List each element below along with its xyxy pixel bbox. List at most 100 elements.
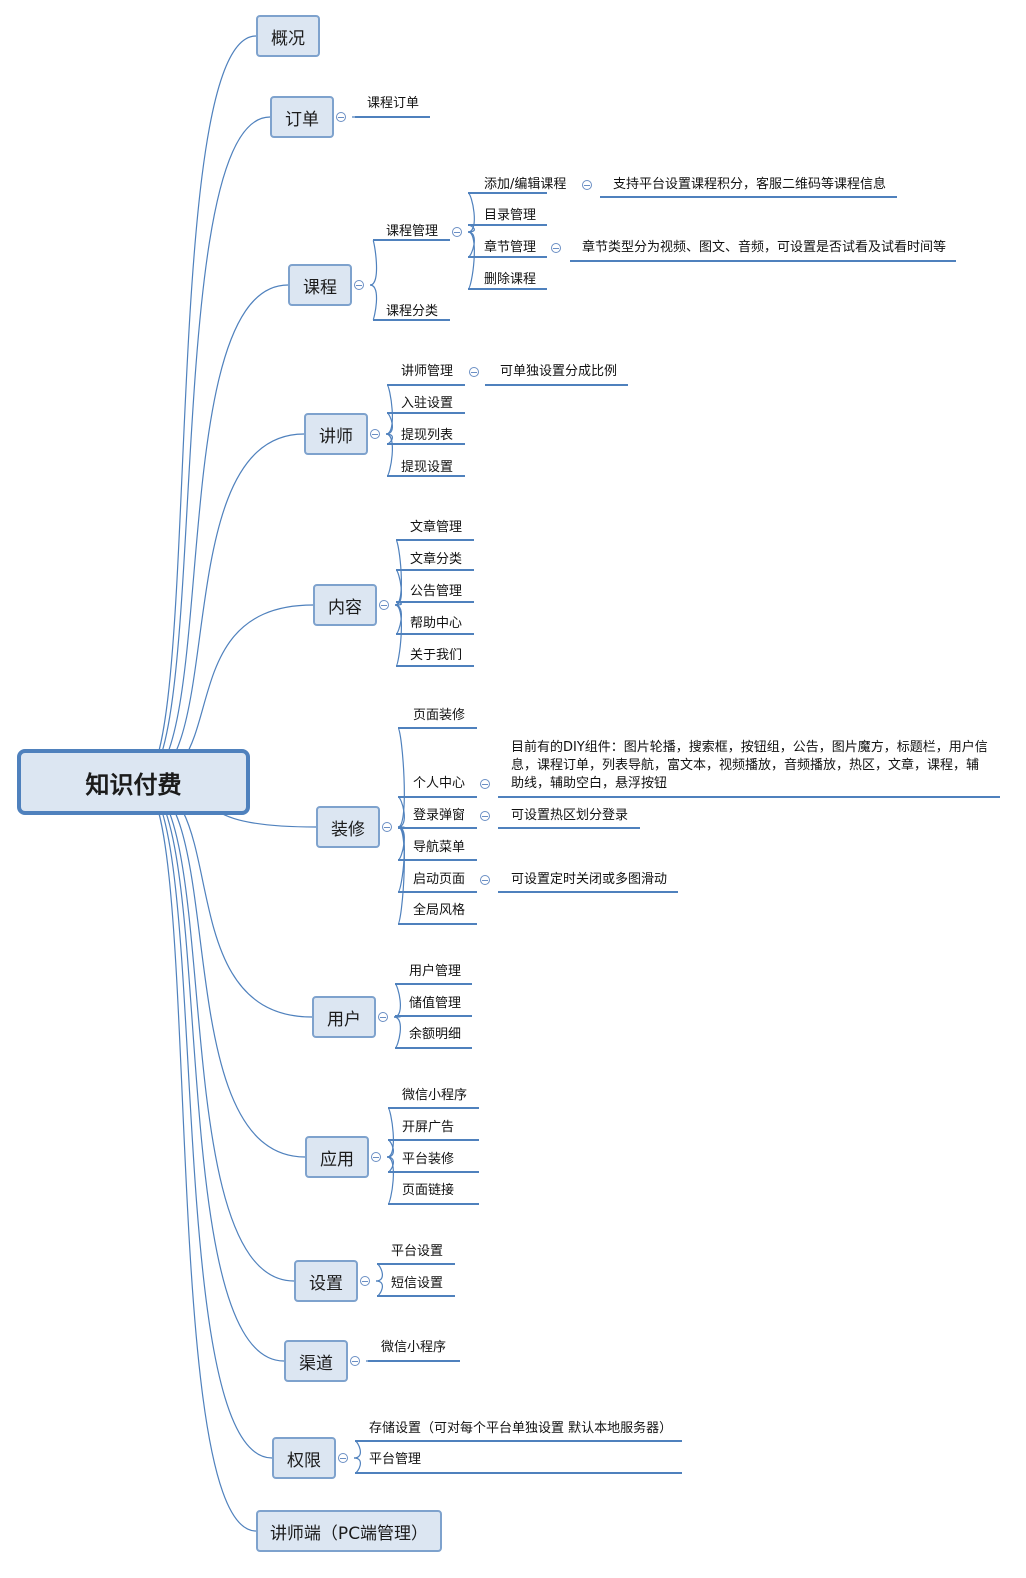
subtopic-sms-settings[interactable]: 短信设置	[391, 1276, 444, 1291]
root-to-topic-line	[139, 781, 285, 1362]
collapse-toggle-permissions[interactable]	[338, 1453, 348, 1463]
subtopic-article-categories[interactable]: 文章分类	[410, 552, 463, 567]
branch-line	[385, 433, 393, 477]
root-to-topic-line	[139, 781, 306, 1158]
note-diy-components: 目前有的DIY组件：图片轮播，搜索框，按钮组，公告，图片魔方，标题栏，用户信息，…	[511, 740, 988, 791]
branch-line	[397, 826, 405, 925]
subtopic-user-management[interactable]: 用户管理	[409, 964, 462, 979]
collapse-toggle-add-edit-course[interactable]	[582, 180, 592, 190]
branch-line	[397, 727, 405, 828]
note-timed-close: 可设置定时关闭或多图滑动	[511, 872, 668, 887]
branch-line	[353, 1440, 361, 1459]
subtopic-withdrawal-settings[interactable]: 提现设置	[401, 460, 454, 475]
subtopic-platform-management[interactable]: 平台管理	[369, 1452, 422, 1467]
topic-permissions[interactable]: 权限	[272, 1437, 336, 1479]
topic-lecturer-pc[interactable]: 讲师端（PC端管理）	[256, 1510, 442, 1552]
subtopic-about-us[interactable]: 关于我们	[410, 648, 463, 663]
topic-lecturers[interactable]: 讲师	[304, 413, 368, 455]
subtopic-personal-center[interactable]: 个人中心	[413, 776, 466, 791]
note-hotspot-login: 可设置热区划分登录	[511, 808, 629, 823]
collapse-toggle-content[interactable]	[379, 600, 389, 610]
subtopic-withdrawal-list[interactable]: 提现列表	[401, 428, 454, 443]
topic-content[interactable]: 内容	[313, 584, 377, 626]
branch-line	[394, 604, 402, 635]
subtopic-wechat-mini-program[interactable]: 微信小程序	[402, 1088, 468, 1103]
subtopic-balance-details[interactable]: 余额明细	[409, 1027, 462, 1042]
collapse-toggle-orders[interactable]	[336, 112, 346, 122]
subtopic-chapter-management[interactable]: 章节管理	[484, 240, 537, 255]
subtopic-stored-value[interactable]: 储值管理	[409, 996, 462, 1011]
subtopic-page-decoration[interactable]: 页面装修	[413, 708, 466, 723]
branch-line	[394, 539, 402, 606]
subtopic-login-popup[interactable]: 登录弹窗	[413, 808, 466, 823]
note-revenue-share: 可单独设置分成比例	[500, 364, 618, 379]
root-to-topic-line	[139, 284, 289, 783]
branch-line	[385, 412, 393, 435]
branch-line	[386, 1107, 394, 1158]
collapse-toggle-personal-center[interactable]	[480, 779, 490, 789]
branch-line	[369, 239, 378, 286]
collapse-toggle-users[interactable]	[378, 1012, 388, 1022]
collapse-toggle-courses[interactable]	[354, 280, 364, 290]
collapse-toggle-course-management[interactable]	[452, 227, 462, 237]
subtopic-onboarding-settings[interactable]: 入驻设置	[401, 396, 454, 411]
topic-courses[interactable]: 课程	[288, 264, 352, 306]
topic-apps[interactable]: 应用	[305, 1136, 369, 1178]
collapse-toggle-channels[interactable]	[350, 1356, 360, 1366]
topic-channels[interactable]: 渠道	[284, 1340, 348, 1382]
subtopic-course-categories[interactable]: 课程分类	[386, 304, 439, 319]
subtopic-catalog-management[interactable]: 目录管理	[484, 208, 537, 223]
branch-line	[369, 284, 378, 321]
subtopic-delete-course[interactable]: 删除课程	[484, 272, 537, 287]
branch-line	[385, 384, 393, 435]
topic-users[interactable]: 用户	[312, 996, 376, 1038]
root-to-topic-line	[139, 781, 257, 1532]
subtopic-storage-settings[interactable]: 存储设置（可对每个平台单独设置 默认本地服务器）	[369, 1421, 673, 1436]
branch-line	[375, 1280, 383, 1297]
subtopic-splash-ad[interactable]: 开屏广告	[402, 1120, 455, 1135]
topic-orders[interactable]: 订单	[270, 96, 334, 138]
branch-line	[467, 231, 475, 258]
branch-line	[394, 569, 402, 606]
collapse-toggle-lecturer-management[interactable]	[469, 367, 479, 377]
collapse-toggle-chapter-management[interactable]	[551, 243, 561, 253]
subtopic-help-center[interactable]: 帮助中心	[410, 616, 463, 631]
branch-line	[393, 1016, 401, 1049]
root-topic-knowledge-payment[interactable]: 知识付费	[17, 749, 250, 815]
collapse-toggle-apps[interactable]	[371, 1152, 381, 1162]
collapse-toggle-decoration[interactable]	[382, 822, 392, 832]
collapse-toggle-launch-page[interactable]	[480, 875, 490, 885]
root-to-topic-line	[139, 116, 271, 783]
subtopic-page-links[interactable]: 页面链接	[402, 1183, 455, 1198]
root-to-topic-line	[139, 781, 273, 1459]
subtopic-platform-decoration[interactable]: 平台装修	[402, 1152, 455, 1167]
subtopic-add-edit-course[interactable]: 添加/编辑课程	[484, 177, 567, 192]
collapse-toggle-lecturers[interactable]	[370, 429, 380, 439]
subtopic-global-style[interactable]: 全局风格	[413, 903, 466, 918]
subtopic-course-orders[interactable]: 课程订单	[367, 96, 420, 111]
branch-line	[386, 1156, 394, 1205]
subtopic-course-management[interactable]: 课程管理	[386, 224, 439, 239]
topic-overview[interactable]: 概况	[256, 15, 320, 57]
branch-line	[375, 1263, 383, 1282]
branch-line	[393, 983, 401, 1018]
subtopic-article-management[interactable]: 文章管理	[410, 520, 463, 535]
root-to-topic-line	[139, 781, 313, 1018]
branch-line	[394, 604, 402, 667]
root-to-topic-line	[139, 433, 305, 783]
subtopic-launch-page[interactable]: 启动页面	[413, 872, 466, 887]
topic-decoration[interactable]: 装修	[316, 806, 380, 848]
subtopic-nav-menu[interactable]: 导航菜单	[413, 840, 466, 855]
branch-line	[353, 1457, 361, 1474]
branch-line	[467, 192, 475, 233]
subtopic-channel-wechat[interactable]: 微信小程序	[381, 1340, 447, 1355]
collapse-toggle-settings[interactable]	[360, 1276, 370, 1286]
collapse-toggle-login-popup[interactable]	[480, 811, 490, 821]
topic-settings[interactable]: 设置	[294, 1260, 358, 1302]
note-chapter-types: 章节类型分为视频、图文、音频，可设置是否试看及试看时间等	[582, 240, 947, 255]
subtopic-platform-settings[interactable]: 平台设置	[391, 1244, 444, 1259]
root-to-topic-line	[139, 781, 295, 1282]
subtopic-notice-management[interactable]: 公告管理	[410, 584, 463, 599]
note-course-points: 支持平台设置课程积分，客服二维码等课程信息	[613, 177, 887, 192]
subtopic-lecturer-management[interactable]: 讲师管理	[401, 364, 454, 379]
